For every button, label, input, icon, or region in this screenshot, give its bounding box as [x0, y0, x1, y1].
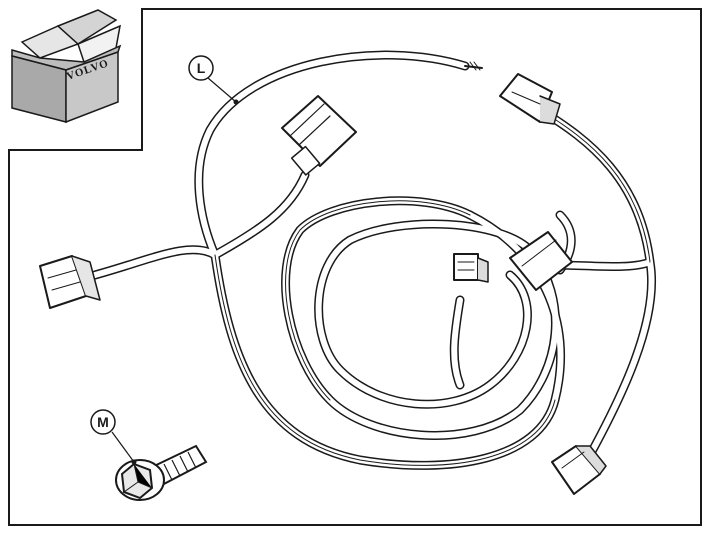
harness-connector-left	[39, 255, 101, 309]
callout-l-label: L	[197, 60, 206, 76]
harness-connector-upper	[281, 95, 357, 176]
callout-m-circle	[90, 409, 116, 435]
parts-box: VOLVO	[11, 9, 122, 124]
callout-m-label: M	[97, 414, 109, 430]
harness-connector-bottom-right	[551, 445, 607, 495]
bolt	[115, 444, 208, 501]
harness-sleeve	[509, 231, 573, 291]
callout-m: M	[90, 409, 137, 465]
harness-connector-center	[453, 253, 489, 283]
callout-l-circle	[188, 55, 214, 81]
box-side-face	[65, 50, 119, 124]
callout-l: L	[188, 55, 239, 105]
wiring-harness	[39, 50, 656, 495]
harness-connector-top-right	[499, 73, 561, 125]
